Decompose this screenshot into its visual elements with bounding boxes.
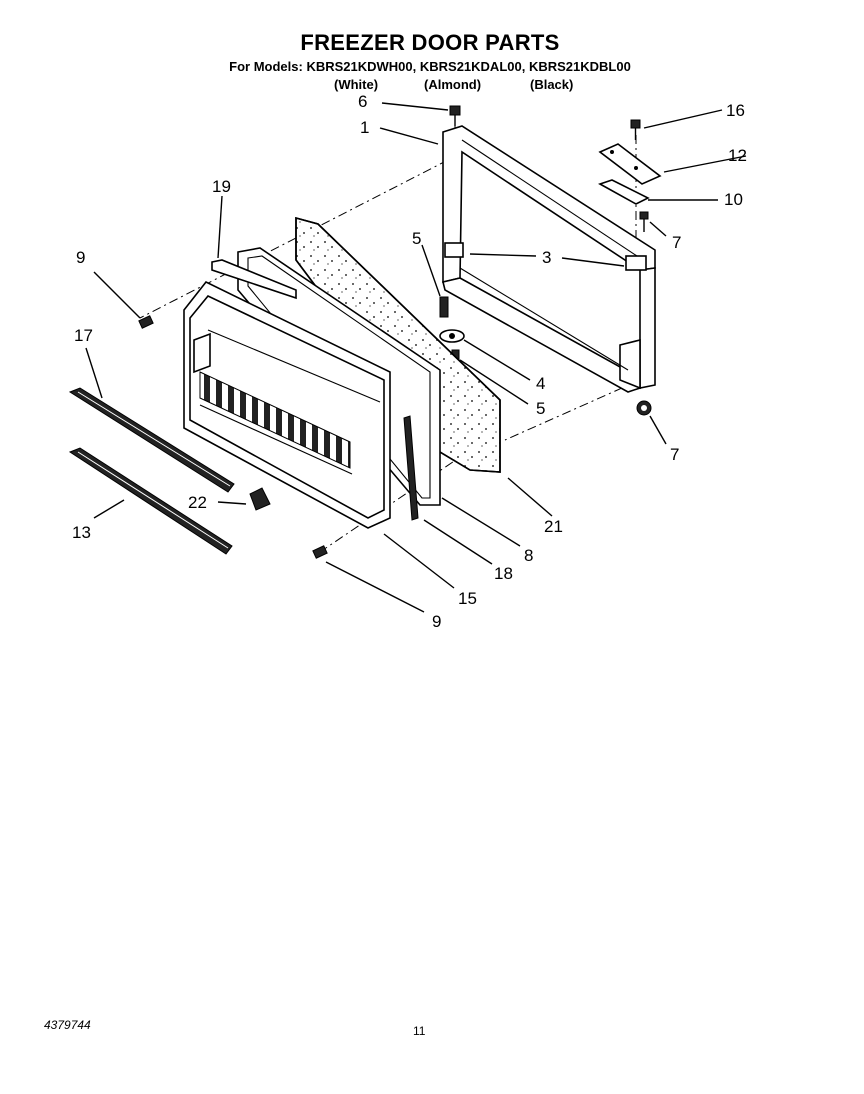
shim-part-10 [598,179,650,205]
screw-part-16-icon [630,119,641,140]
screw-part-7-top-icon [639,211,649,232]
callout-1: 1 [360,118,369,137]
callout-7-top: 7 [672,233,681,252]
callout-5-lower: 5 [536,399,545,418]
callout-18: 18 [494,564,513,583]
hinge-bracket-part-3 [444,242,647,271]
screw-part-9-bottom-icon [312,545,328,559]
callout-9-bottom: 9 [432,612,441,631]
color-white: (White) [334,77,379,92]
document-number: 4379744 [44,1018,91,1032]
callout-5-upper: 5 [412,229,421,248]
handle-strip-part-13 [68,447,233,555]
color-black: (Black) [530,77,574,92]
door-liner-part-15 [183,280,391,529]
callout-19: 19 [212,177,231,196]
alignment-line-bottom [504,379,641,441]
callout-4: 4 [536,374,545,393]
screw-part-6-icon [449,105,461,126]
bracket-part-12 [598,143,662,185]
callout-15: 15 [458,589,477,608]
callout-7-bottom: 7 [670,445,679,464]
callout-21: 21 [544,517,563,536]
callout-17: 17 [74,326,93,345]
model-list: For Models: KBRS21KDWH00, KBRS21KDAL00, … [229,59,631,74]
callout-9-left: 9 [76,248,85,267]
screw-part-9-left-icon [138,315,154,329]
side-strip-part-18 [403,415,419,521]
callout-10: 10 [724,190,743,209]
strip-part-19 [211,259,297,300]
callout-3: 3 [542,248,551,267]
page-title: FREEZER DOOR PARTS [300,30,560,55]
callout-22: 22 [188,493,207,512]
callout-12: 12 [728,146,747,165]
callout-13: 13 [72,523,91,542]
alignment-line-top [139,159,449,319]
leader-lines [85,102,747,613]
callout-16: 16 [726,101,745,120]
color-almond: (Almond) [424,77,482,92]
callout-6: 6 [358,92,367,111]
callout-8: 8 [524,546,533,565]
handle-strip-part-17 [68,387,235,493]
screw-part-5-upper-icon [439,296,449,318]
page-number: 11 [413,1024,426,1038]
clip-part-22-icon [249,487,271,511]
hinge-pin-part-4 [439,329,465,343]
nut-part-7-bottom-icon [636,400,652,416]
